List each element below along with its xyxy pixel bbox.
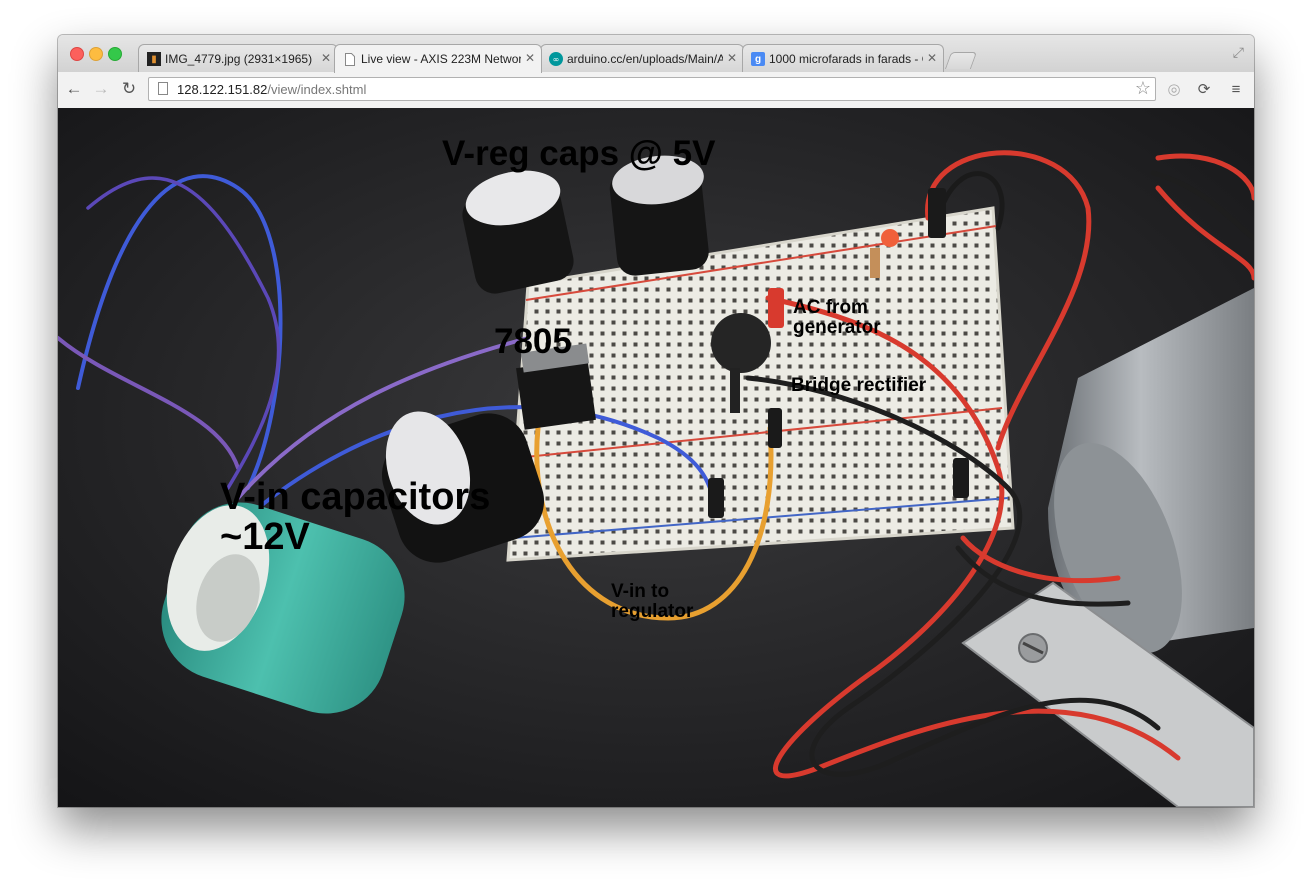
bookmark-star-icon[interactable]: ☆ bbox=[1134, 78, 1151, 98]
image-file-icon: ▮ bbox=[147, 52, 161, 66]
breadboard bbox=[506, 206, 1015, 562]
svg-text:∞: ∞ bbox=[553, 55, 560, 64]
tab-title: arduino.cc/en/uploads/Main/ArduinoUno bbox=[567, 52, 723, 66]
page-icon bbox=[343, 52, 357, 66]
new-tab-button[interactable] bbox=[944, 52, 978, 69]
extension-icon[interactable]: ◎ bbox=[1167, 81, 1181, 98]
wire-headers bbox=[708, 188, 969, 518]
camera-photo bbox=[58, 108, 1254, 807]
tab-google-search[interactable]: g 1000 microfarads in farads - Google Se… bbox=[742, 44, 944, 72]
address-bar[interactable]: 128.122.151.82/view/index.shtml ☆ bbox=[148, 77, 1156, 101]
label-vreg-caps: V-reg caps @ 5V bbox=[442, 134, 716, 173]
dc-motor-generator bbox=[961, 288, 1254, 807]
fullscreen-icon[interactable]: ⤢ bbox=[1232, 44, 1244, 60]
led bbox=[870, 229, 899, 278]
sync-icon[interactable]: ⟳ bbox=[1197, 81, 1211, 98]
browser-window: ▮ IMG_4779.jpg (2931×1965) ✕ Live view -… bbox=[58, 35, 1254, 807]
vin-black-capacitor bbox=[381, 411, 545, 563]
voltage-regulator-capacitors bbox=[462, 155, 709, 294]
vin-teal-capacitor bbox=[161, 502, 405, 714]
close-tab-icon[interactable]: ✕ bbox=[726, 51, 737, 65]
tab-image[interactable]: ▮ IMG_4779.jpg (2931×1965) ✕ bbox=[138, 44, 338, 72]
label-vin-regulator: V-in to regulator bbox=[611, 581, 694, 622]
close-window-button[interactable] bbox=[70, 47, 84, 61]
tab-arduino[interactable]: ∞ arduino.cc/en/uploads/Main/ArduinoUno … bbox=[540, 44, 744, 72]
arduino-icon: ∞ bbox=[549, 52, 563, 66]
menu-icon[interactable]: ≡ bbox=[1231, 80, 1241, 98]
7805-regulator bbox=[516, 343, 596, 430]
url-text: 128.122.151.82/view/index.shtml bbox=[177, 82, 367, 97]
minimize-window-button[interactable] bbox=[89, 47, 103, 61]
bridge-rectifier bbox=[711, 313, 771, 413]
close-tab-icon[interactable]: ✕ bbox=[926, 51, 937, 65]
page-icon bbox=[158, 82, 168, 95]
tab-title: Live view - AXIS 223M Network Camera bbox=[361, 52, 521, 66]
close-tab-icon[interactable]: ✕ bbox=[524, 51, 535, 65]
tab-live-view[interactable]: Live view - AXIS 223M Network Camera ✕ bbox=[334, 44, 542, 73]
label-7805: 7805 bbox=[494, 322, 572, 361]
zoom-window-button[interactable] bbox=[108, 47, 122, 61]
google-icon: g bbox=[751, 52, 765, 66]
wires bbox=[58, 150, 1254, 779]
reload-button[interactable]: ↻ bbox=[121, 79, 137, 98]
tab-strip: ▮ IMG_4779.jpg (2931×1965) ✕ Live view -… bbox=[58, 35, 1254, 73]
back-button[interactable]: ← bbox=[65, 79, 83, 98]
label-bridge-rectifier: Bridge rectifier bbox=[791, 375, 927, 396]
camera-live-view: V-reg caps @ 5V 7805 AC from generator B… bbox=[58, 108, 1254, 807]
tab-title: IMG_4779.jpg (2931×1965) bbox=[165, 52, 313, 66]
toolbar: ← → ↻ 128.122.151.82/view/index.shtml ☆ … bbox=[58, 72, 1254, 109]
label-ac-generator: AC from generator bbox=[793, 297, 881, 338]
label-vin-capacitors: V-in capacitors ~12V bbox=[220, 476, 491, 558]
close-tab-icon[interactable]: ✕ bbox=[320, 51, 331, 65]
forward-button[interactable]: → bbox=[92, 79, 110, 98]
tab-title: 1000 microfarads in farads - Google Sear… bbox=[769, 52, 923, 66]
